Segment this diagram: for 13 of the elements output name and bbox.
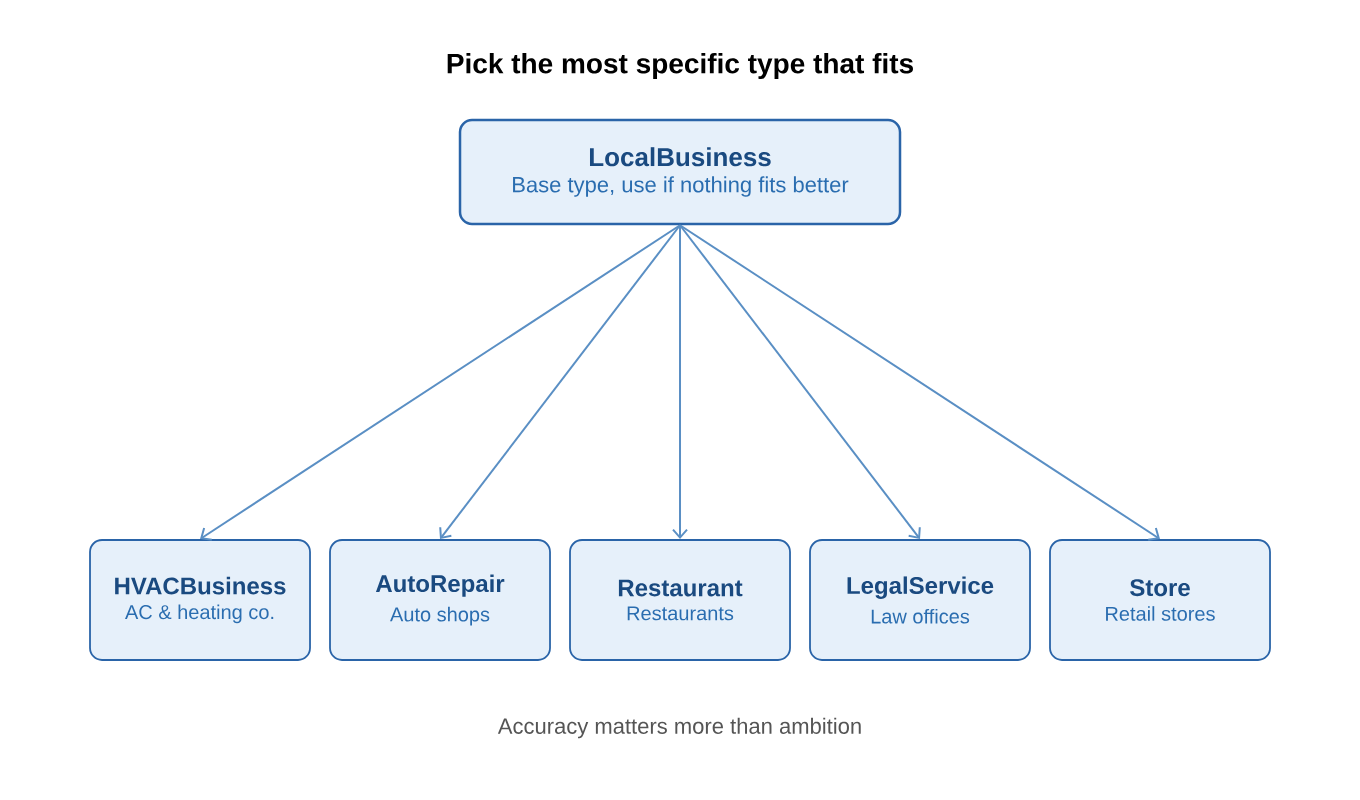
type-box: LegalService Law offices xyxy=(809,539,1031,661)
type-box: AutoRepair Auto shops xyxy=(329,539,551,661)
arrow xyxy=(200,224,681,541)
arrow xyxy=(679,224,1160,541)
arrow xyxy=(672,224,688,540)
arrow xyxy=(679,224,921,540)
caption: Accuracy matters more than ambition xyxy=(497,717,861,739)
title: Pick the most specific type that fits xyxy=(447,52,913,80)
type-box: Store Retail stores xyxy=(1049,539,1271,661)
arrow xyxy=(439,224,681,540)
type-box: HVACBusiness AC & heating co. xyxy=(89,539,311,661)
type-box: Restaurant Restaurants xyxy=(569,539,791,661)
base-type-box: LocalBusiness Base type, use if nothing fits better xyxy=(458,118,902,226)
